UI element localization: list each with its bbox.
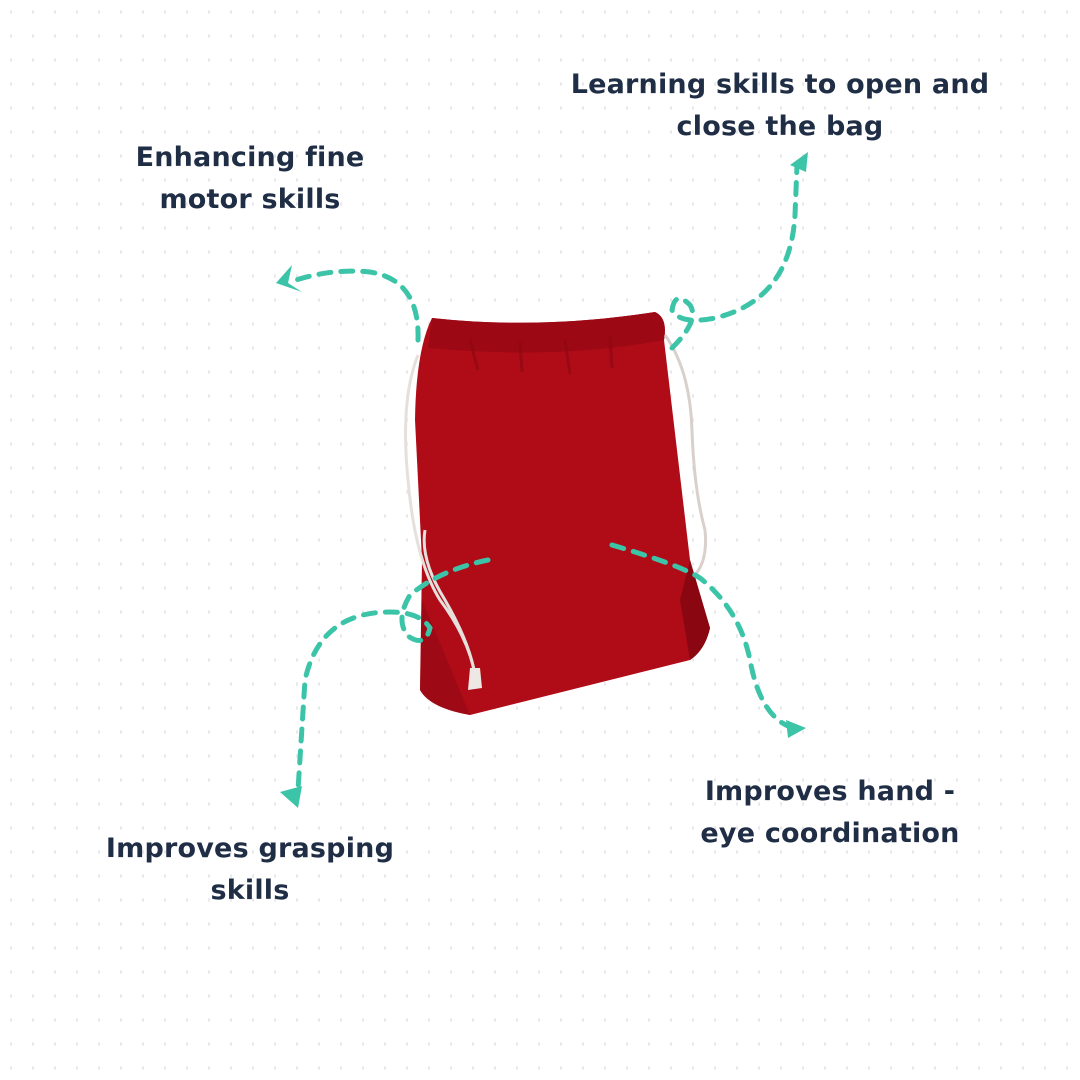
- label-fine-motor: Enhancing fine motor skills: [135, 142, 365, 215]
- arrow-to-open-close: [669, 162, 800, 351]
- arrowhead-top-right: [790, 152, 808, 172]
- arrowhead-top-left: [276, 265, 302, 292]
- label-open-close: Learning skills to open and close the ba…: [570, 69, 990, 142]
- label-grasping: Improves grasping skills: [105, 833, 395, 906]
- arrow-to-fine-motor: [287, 268, 421, 343]
- arrow-to-hand-eye: [609, 542, 793, 730]
- label-hand-eye: Improves hand - eye coordination: [700, 776, 960, 849]
- arrowhead-bottom-right: [786, 720, 806, 738]
- arrowhead-bottom-left: [280, 786, 302, 808]
- arrow-to-grasping: [295, 557, 491, 793]
- drawstring-bag: [404, 312, 710, 715]
